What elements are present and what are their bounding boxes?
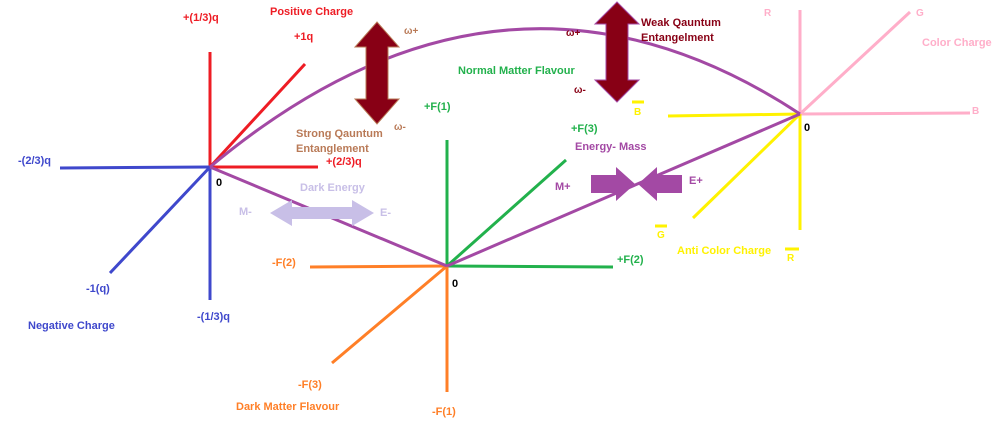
strong-entanglement-arrow	[353, 21, 401, 125]
label-dark-energy: Dark Energy	[300, 182, 366, 194]
label-color-r: R	[764, 8, 772, 19]
axis-f2-neg	[309, 264, 448, 269]
axis-anti-b	[667, 112, 801, 118]
label-strong-title-2: Entanglement	[296, 143, 369, 155]
flavour-axes	[309, 140, 614, 392]
label-e-plus: E+	[689, 175, 703, 187]
label-weak-omega-plus: ω+	[566, 28, 580, 39]
arc-charge-to-color	[209, 27, 801, 169]
mass-arrow-shape	[591, 167, 635, 201]
label-e-minus: E-	[380, 207, 391, 219]
label-m-minus: M-	[239, 206, 252, 218]
label-energy-mass: Energy- Mass	[575, 141, 647, 153]
label-neg-one: -1(q)	[86, 283, 110, 295]
strong-arrow-shape	[353, 21, 401, 125]
weak-entanglement-arrow	[593, 1, 641, 103]
label-f1-neg: -F(1)	[432, 406, 456, 418]
label-pos-one: +1q	[294, 31, 313, 43]
label-dark-matter-flavour: Dark Matter Flavour	[236, 401, 340, 413]
color-axes	[632, 10, 971, 251]
charge-axes	[59, 52, 318, 300]
label-weak-omega-minus: ω-	[574, 85, 586, 96]
axis-f3-pos	[446, 158, 567, 268]
axis-color-b	[799, 111, 971, 116]
axis-f3-neg	[331, 264, 448, 365]
label-anti-g: G	[657, 230, 665, 241]
axis-pos-one	[208, 62, 307, 169]
label-f1-pos: +F(1)	[424, 101, 451, 113]
axis-neg-one	[108, 165, 212, 275]
label-anti-color-charge: Anti Color Charge	[677, 245, 771, 257]
label-color-origin: 0	[804, 122, 810, 134]
label-pos-third: +(1/3)q	[183, 12, 219, 24]
label-f3-neg: -F(3)	[298, 379, 322, 391]
label-f3-pos: +F(3)	[571, 123, 598, 135]
weak-arrow-shape	[593, 1, 641, 103]
energy-mass-arrows	[591, 167, 682, 201]
label-charge-origin: 0	[216, 177, 222, 189]
label-m-plus: M+	[555, 181, 571, 193]
label-f2-neg: -F(2)	[272, 257, 296, 269]
label-color-g: G	[916, 8, 924, 19]
label-color-charge: Color Charge	[922, 37, 992, 49]
label-weak-title-1: Weak Qauntum	[641, 17, 721, 29]
label-f2-pos: +F(2)	[617, 254, 644, 266]
label-weak-title-2: Entangelment	[641, 32, 714, 44]
label-normal-matter-flavour: Normal Matter Flavour	[458, 65, 575, 77]
label-neg-third: -(1/3)q	[197, 311, 230, 323]
label-flavour-origin: 0	[452, 278, 458, 290]
energy-arrow-shape	[638, 167, 682, 201]
label-strong-omega-minus: ω-	[394, 122, 406, 133]
label-anti-r: R	[787, 253, 795, 264]
label-anti-b: B	[634, 107, 641, 118]
axis-color-g	[798, 10, 912, 116]
label-positive-charge: Positive Charge	[270, 6, 353, 18]
label-strong-omega-plus: ω+	[404, 26, 418, 37]
label-strong-title-1: Strong Qauntum	[296, 128, 383, 140]
dark-energy-arrow-shape	[270, 200, 374, 226]
label-negative-charge: Negative Charge	[28, 320, 115, 332]
axis-neg-two-thirds	[59, 165, 211, 170]
label-color-b: B	[972, 106, 979, 117]
label-neg-two-thirds: -(2/3)q	[18, 155, 51, 167]
axis-anti-g	[691, 112, 802, 220]
axis-f2-pos	[446, 264, 614, 269]
dark-energy-arrow	[270, 200, 374, 226]
label-pos-two-thirds: +(2/3)q	[326, 156, 362, 168]
